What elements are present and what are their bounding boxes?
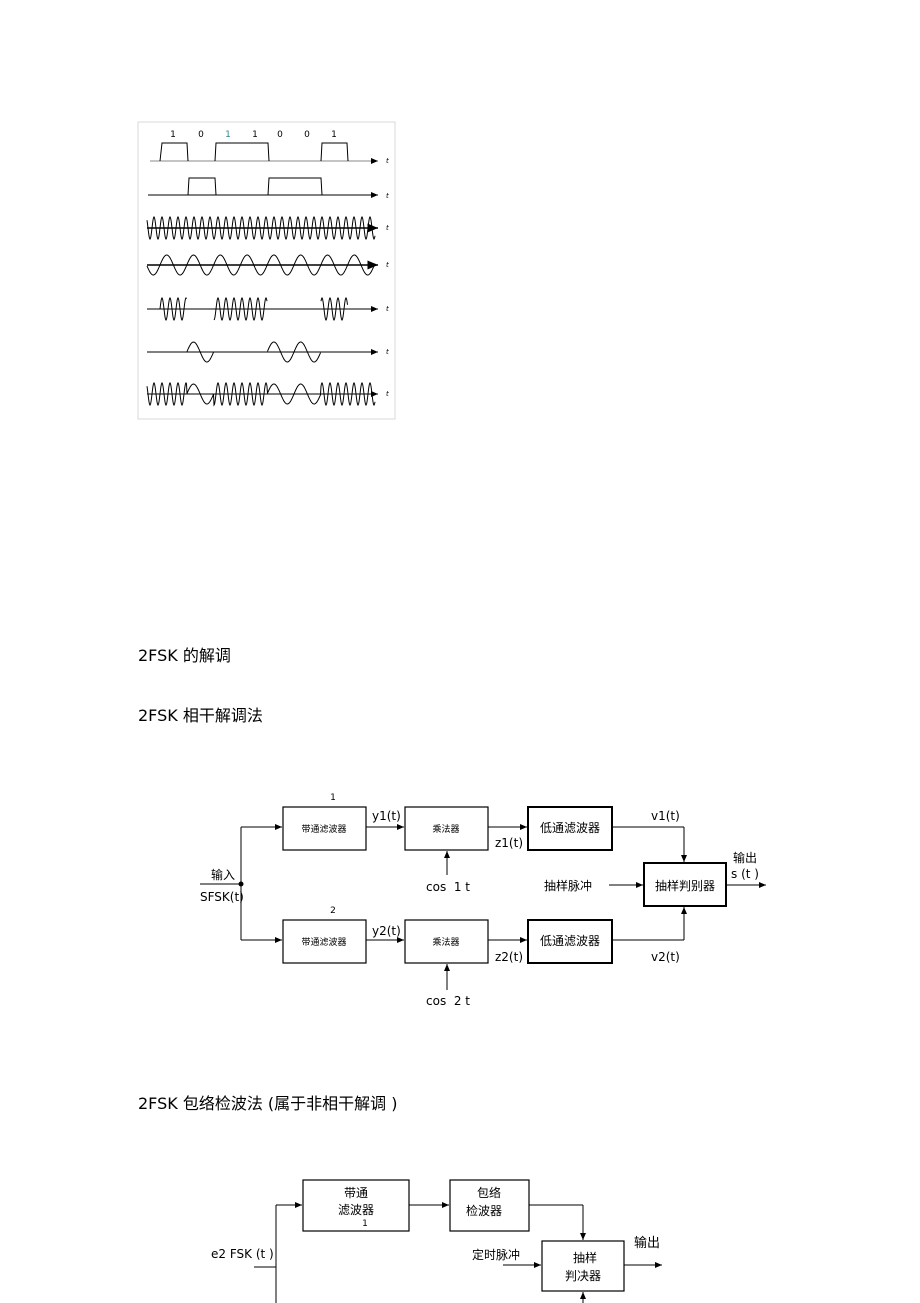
v1-label: v1(t) (651, 809, 680, 823)
env-detector-line2: 检波器 (466, 1203, 502, 1218)
timing-pulse-label: 定时脉冲 (472, 1247, 520, 1262)
z2-label: z2(t) (495, 950, 523, 964)
sampling-decider (643, 862, 727, 907)
time-axis-labels: t t t t t t t (386, 157, 389, 398)
heading-coherent: 2FSK 相干解调法 (138, 706, 263, 725)
carrier-f1-wave (146, 216, 376, 240)
waveform-frame (137, 121, 396, 420)
env-bpf-line1: 带通 (344, 1186, 368, 1200)
t-label: t (386, 261, 389, 269)
t-label: t (386, 305, 389, 313)
t-label: t (386, 390, 389, 398)
env-decider-line2: 判决器 (565, 1269, 601, 1283)
t-label: t (386, 224, 389, 232)
v2-label: v2(t) (651, 950, 680, 964)
envelope-decider (541, 1240, 625, 1292)
input-signal-label: SFSK(t) (200, 890, 244, 904)
y1-label: y1(t) (372, 809, 401, 823)
bit-label: 0 (198, 130, 204, 140)
envelope-demod-diagram: 带通 滤波器 1 包络 检波器 抽样 判决器 定时脉冲 输出 e2 FSK (t… (211, 1179, 662, 1303)
lpf2-label: 低通滤波器 (540, 934, 600, 948)
envelope-bandpass-filter (302, 1179, 410, 1232)
heading-envelope: 2FSK 包络检波法 (属于非相干解调 ) (138, 1094, 398, 1113)
bit-label: 0 (304, 130, 310, 140)
env-input-signal-label: e2 FSK (t ) (211, 1247, 274, 1261)
carrier-f2-wave (146, 254, 376, 276)
envelope-detector (449, 1179, 530, 1232)
multiplier-2 (404, 919, 489, 964)
bandpass-filter-1 (282, 806, 367, 851)
fsk-signal-wave (146, 382, 376, 407)
gated-f2-wave (186, 341, 321, 363)
gated-f1-wave (159, 297, 348, 321)
input-label: 输入 (211, 867, 235, 882)
t-label: t (386, 192, 389, 200)
env-bpf-line2: 滤波器 (338, 1203, 374, 1217)
bpf1-label: 带通滤波器 (301, 823, 346, 835)
lpf1-label: 低通滤波器 (540, 821, 600, 835)
bit-label: 1 (225, 130, 231, 140)
bit-label: 1 (252, 130, 258, 140)
branch1-number: 1 (330, 793, 336, 803)
bit-label: 1 (331, 130, 337, 140)
z1-label: z1(t) (495, 836, 523, 850)
decider-label: 抽样判别器 (655, 878, 715, 893)
digital-signal-row (150, 142, 378, 164)
env-bpf-number: 1 (362, 1219, 368, 1229)
coherent-demod-diagram: 1 2 带通滤波器 带通滤波器 乘法器 乘法器 低通滤波器 低通滤波器 抽样判别… (200, 793, 766, 1008)
bandpass-filter-2 (282, 919, 367, 964)
lowpass-filter-1 (527, 806, 613, 851)
heading-demodulation: 2FSK 的解调 (138, 646, 231, 665)
bit-label: 1 (170, 130, 176, 140)
bit-label: 0 (277, 130, 283, 140)
t-label: t (386, 157, 389, 165)
lowpass-filter-2 (527, 919, 613, 964)
mult1-label: 乘法器 (432, 823, 459, 835)
sampling-pulse-label: 抽样脉冲 (544, 878, 592, 893)
env-decider-line1: 抽样 (573, 1250, 597, 1265)
env-output-label: 输出 (634, 1235, 660, 1251)
y2-label: y2(t) (372, 924, 401, 938)
cos2-label: cos 2 t (426, 994, 470, 1008)
bit-labels: 1 0 1 1 0 0 1 (170, 130, 337, 140)
output-signal-label: s (t ) (731, 867, 759, 881)
mult2-label: 乘法器 (432, 936, 459, 948)
multiplier-1 (404, 806, 489, 851)
t-label: t (386, 348, 389, 356)
branch2-number: 2 (330, 906, 336, 916)
cos1-label: cos 1 t (426, 880, 470, 894)
env-detector-line1: 包络 (477, 1185, 501, 1200)
inverted-signal-row (148, 177, 378, 198)
bpf2-label: 带通滤波器 (301, 936, 346, 948)
output-label: 输出 (733, 850, 757, 865)
fsk-waveform-figure: 1 0 1 1 0 0 1 t t t t t t t (137, 121, 396, 420)
